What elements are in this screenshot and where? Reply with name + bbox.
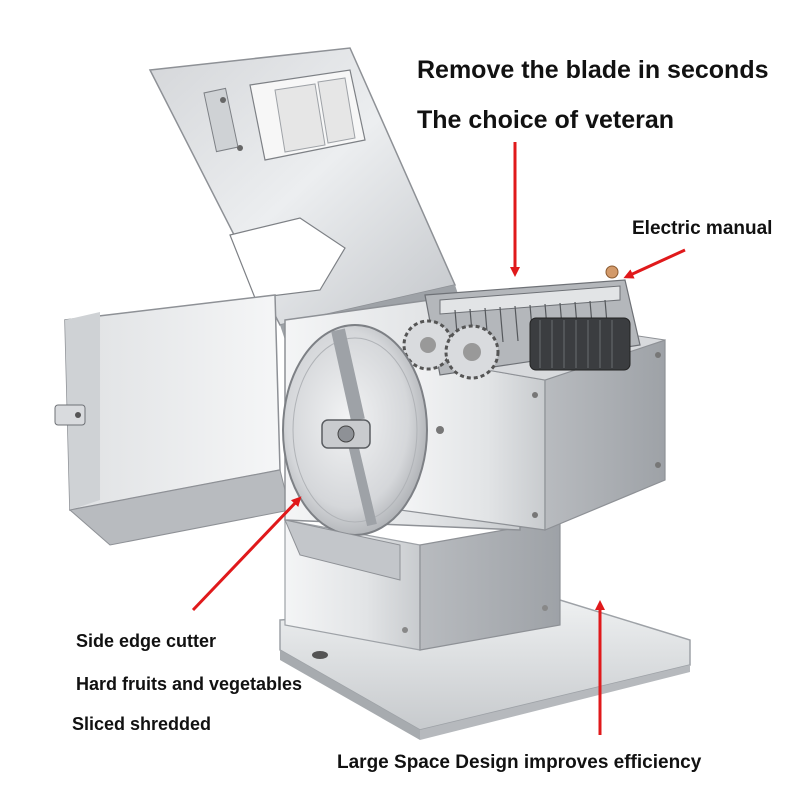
- label-electric-manual: Electric manual: [632, 218, 773, 239]
- label-side-edge-cutter: Side edge cutter: [76, 631, 217, 651]
- side-disc-cutter: [282, 324, 444, 536]
- label-sliced-shredded: Sliced shredded: [72, 714, 212, 734]
- headline-choice-veteran: The choice of veteran: [417, 106, 675, 134]
- headline-remove-blade: Remove the blade in seconds: [417, 56, 769, 84]
- arrow-to-disc: [191, 496, 302, 612]
- hinged-lid: [148, 47, 460, 340]
- caption-large-space-design: Large Space Design improves efficiency: [337, 752, 702, 773]
- discharge-chute: [284, 519, 401, 581]
- label-hard-fruits: Hard fruits and vegetables: [76, 674, 303, 694]
- annotation-arrows: [191, 142, 686, 735]
- blade-cartridge: [402, 265, 641, 380]
- arrow-to-handle: [623, 248, 686, 279]
- side-door: [54, 294, 291, 546]
